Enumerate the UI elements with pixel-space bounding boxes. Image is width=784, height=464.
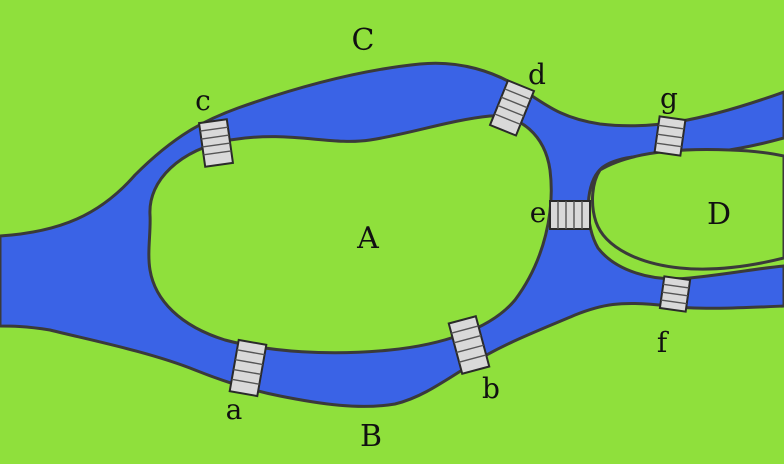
region-label-a: A	[356, 221, 379, 256]
region-label-b: B	[360, 419, 382, 454]
bridge-label-a: a	[226, 393, 243, 426]
region-label-c: C	[352, 23, 375, 58]
bridge-e	[549, 200, 591, 230]
bridge-a	[228, 338, 268, 398]
island-d	[591, 148, 784, 271]
bridge-label-c: c	[195, 84, 211, 117]
bridge-d	[488, 79, 536, 137]
island-a	[147, 114, 553, 355]
bridge-label-g: g	[660, 82, 678, 115]
bridge-label-b: b	[482, 372, 500, 405]
bridge-f	[658, 275, 692, 313]
region-label-d: D	[707, 197, 731, 232]
bridge-label-e: e	[530, 196, 547, 229]
bridge-c	[197, 118, 235, 168]
bridge-b	[447, 315, 491, 375]
bridge-g	[653, 115, 687, 157]
bridge-label-f: f	[657, 326, 670, 359]
bridge-label-d: d	[528, 58, 546, 91]
